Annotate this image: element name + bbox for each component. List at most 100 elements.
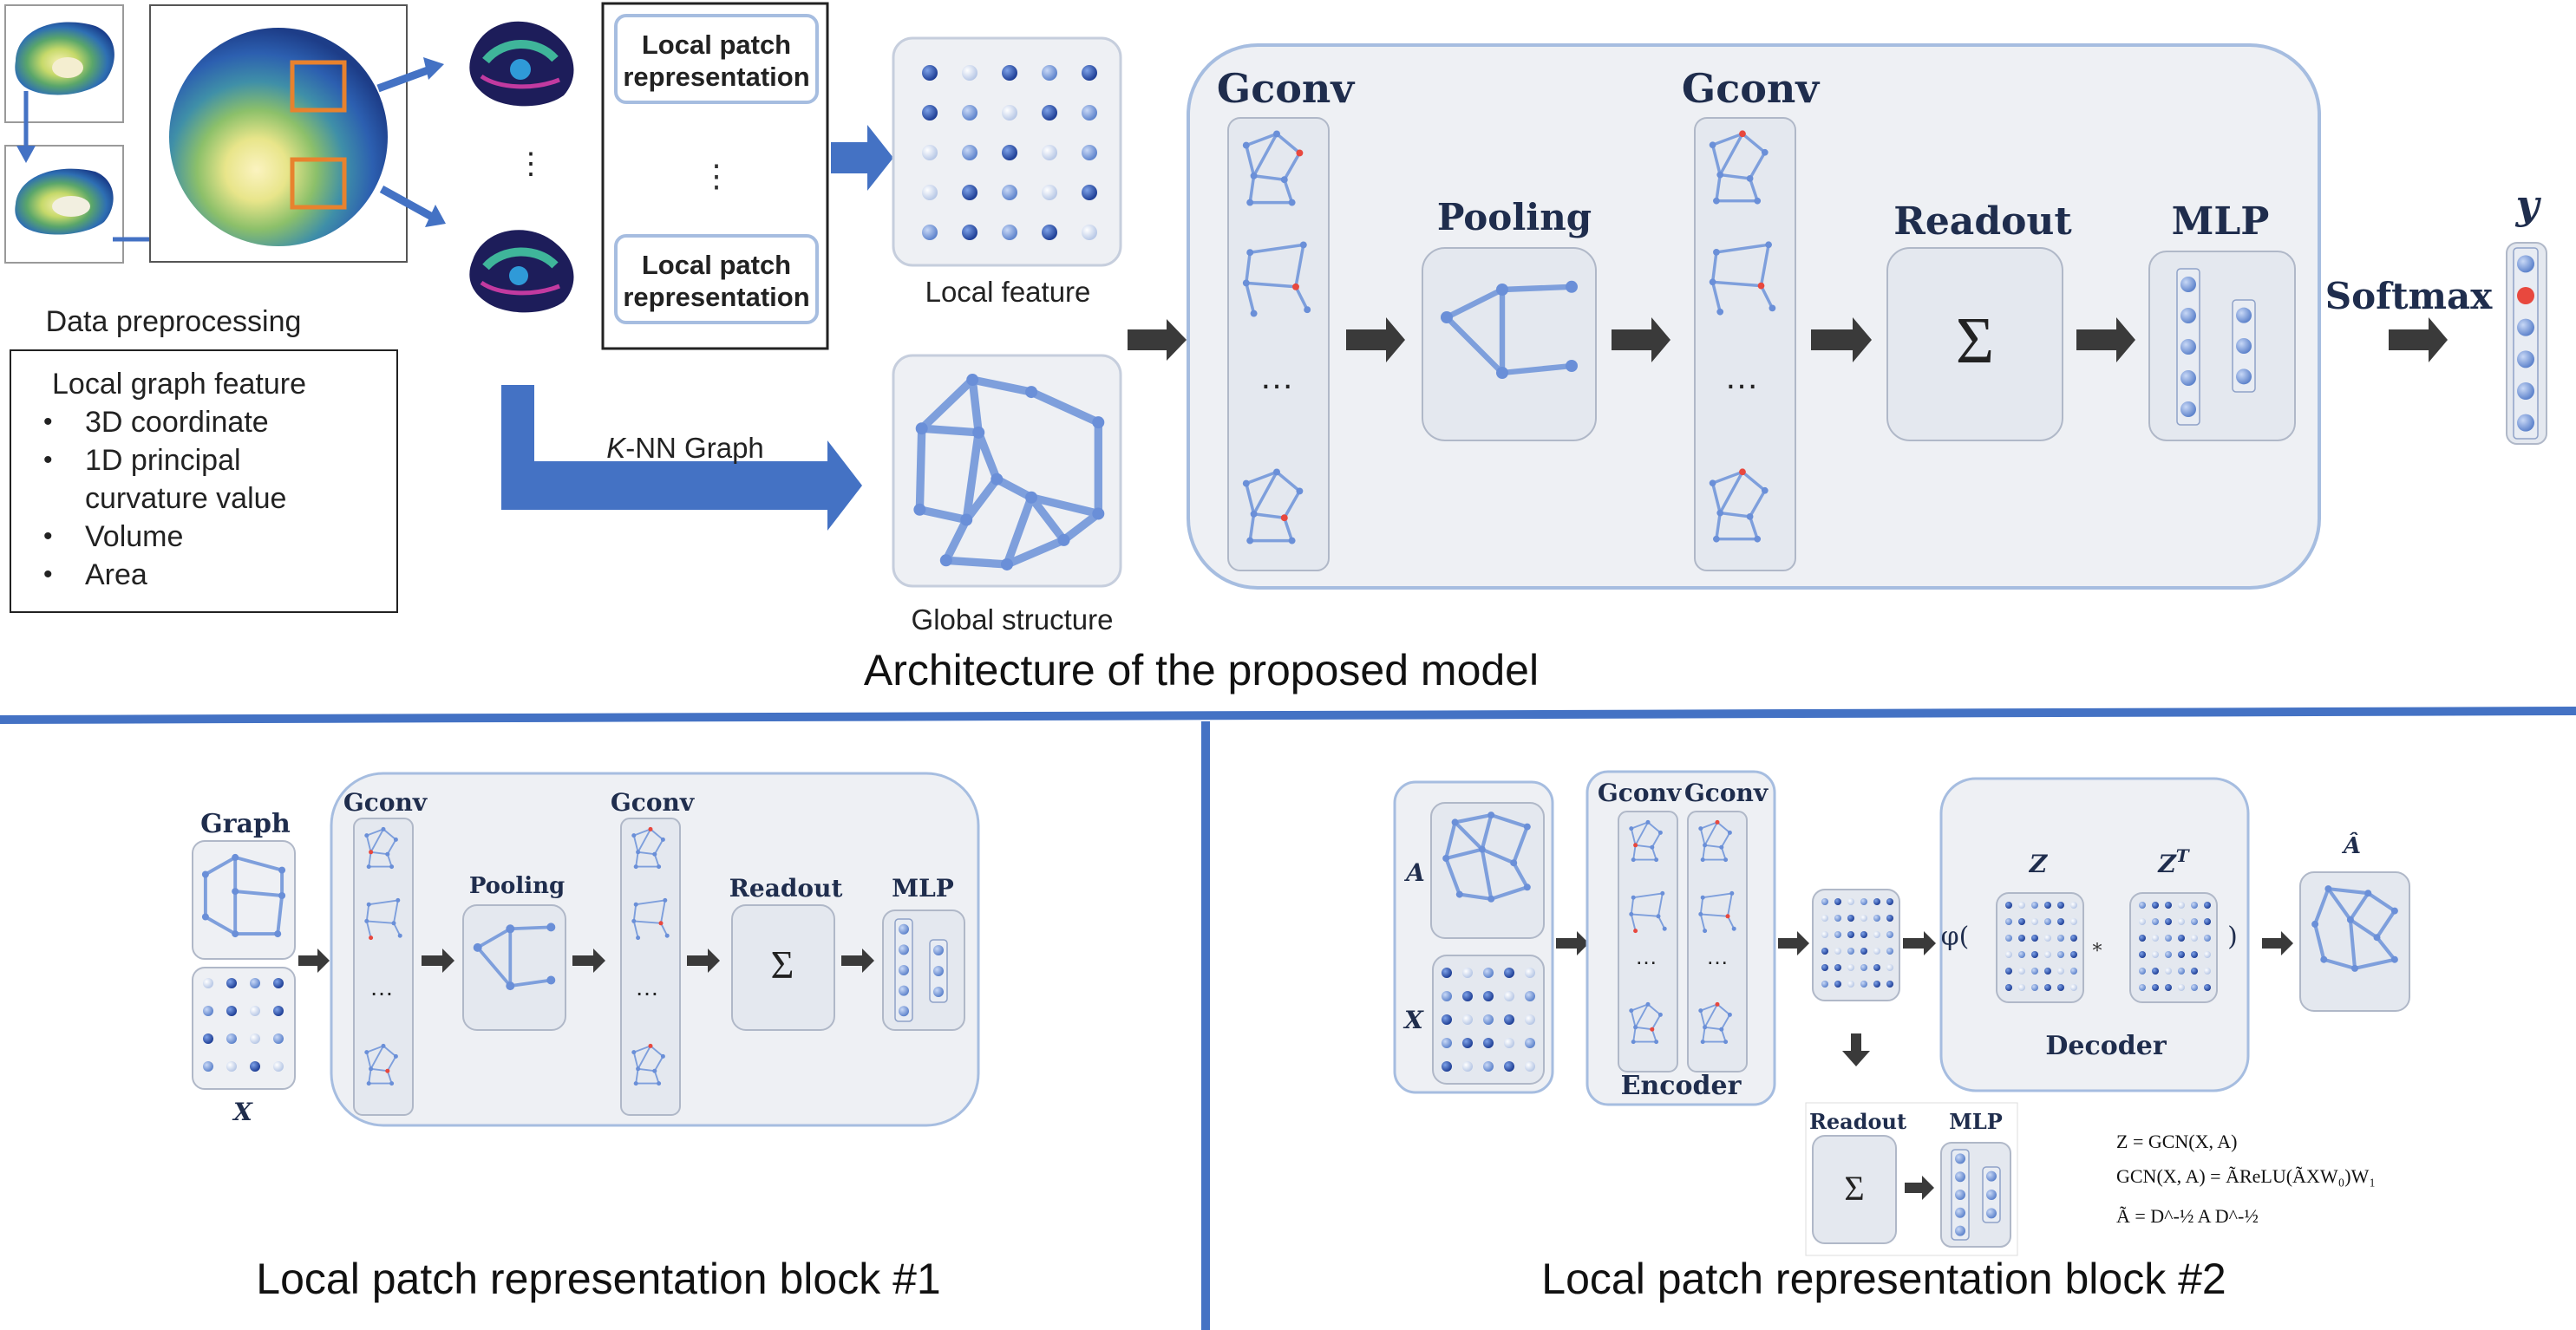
arrow-to-pooling <box>1346 317 1405 362</box>
graph-node <box>1242 141 1250 149</box>
graph-node <box>1746 175 1754 182</box>
graph-node <box>648 826 653 831</box>
graph-node <box>1633 1025 1638 1030</box>
graph-node <box>1629 826 1634 831</box>
graph-node <box>1698 911 1703 916</box>
block2-decoder-label: Decoder <box>2045 1031 2167 1061</box>
block2-arrow-mlp <box>1905 1176 1934 1200</box>
graph-node <box>1442 855 1450 862</box>
local-feature-box <box>892 36 1122 267</box>
graph-node <box>1657 1012 1663 1017</box>
graph-node <box>1715 819 1720 825</box>
graph-node <box>1713 249 1720 256</box>
graph-node <box>1650 1027 1655 1032</box>
graph-node <box>1727 830 1732 835</box>
graph-node <box>1729 890 1735 896</box>
graph-node <box>1739 130 1746 138</box>
graph-node <box>1754 197 1762 205</box>
graph-node <box>1566 360 1578 372</box>
graph-node <box>1629 911 1634 916</box>
patch-box-ellipsis: ⋮ <box>701 159 732 193</box>
block1-pooling-box <box>462 904 566 1031</box>
graph-node <box>1304 306 1311 314</box>
graph-node <box>1296 149 1304 157</box>
graph-node <box>2373 934 2381 942</box>
gconv-1-ellipsis: … <box>1259 358 1294 396</box>
graph-node <box>389 1081 395 1086</box>
equation-3: Ã = D^-½ A D^-½ <box>2116 1205 2259 1227</box>
arrow-to-readout <box>1811 317 1872 362</box>
block2-mlp-title: MLP <box>1949 1109 2003 1134</box>
graph-node <box>1631 1040 1636 1045</box>
graph-node <box>1250 510 1258 518</box>
graph-node <box>2324 885 2332 893</box>
block2-gconv-1-ellipsis: … <box>1635 943 1657 969</box>
graph-node <box>1660 890 1665 896</box>
graph-node <box>1250 310 1258 317</box>
block2-arrow-ahat <box>2262 931 2293 955</box>
graph-node <box>1441 311 1453 323</box>
graph-node <box>1761 148 1769 156</box>
graph-node <box>631 1050 637 1055</box>
graph-node <box>1725 914 1730 919</box>
graph-node <box>657 864 662 870</box>
graph-node <box>366 1081 371 1086</box>
graph-node <box>364 918 369 923</box>
graph-node <box>1662 926 1667 931</box>
graph-node <box>1769 304 1776 312</box>
graph-node <box>1633 929 1638 934</box>
graph-node <box>652 851 657 857</box>
svg-text:•: • <box>43 446 53 474</box>
graph-node <box>1650 844 1655 850</box>
block2-x-label: X <box>1402 1006 1424 1034</box>
graph-node <box>1280 176 1288 184</box>
block2-decoder-container <box>1939 777 2250 1092</box>
equation-1: Z = GCN(X, A) <box>2116 1131 2238 1152</box>
graph-node <box>915 422 928 435</box>
caption-block2: Local patch representation block #2 <box>1541 1255 2226 1303</box>
output-vector <box>2506 242 2547 445</box>
pooling-title: Pooling <box>1437 196 1592 238</box>
block2-readout-title: Readout <box>1809 1109 1906 1134</box>
graph-node <box>663 897 668 903</box>
graph-node <box>1631 895 1636 900</box>
graph-node <box>1709 479 1716 487</box>
graph-node <box>1731 926 1736 931</box>
svg-text:•: • <box>43 407 53 436</box>
block2-ahat-label: Â <box>2341 831 2361 859</box>
svg-text:•: • <box>43 560 53 589</box>
block1-input-arrow <box>298 949 330 973</box>
block1-readout-box: Σ <box>731 904 835 1031</box>
graph-node <box>1246 199 1254 206</box>
patch-image-top <box>469 21 574 107</box>
graph-node <box>1765 241 1772 249</box>
feature-box: Local graph feature • 3D coordinate • 1D… <box>10 349 398 613</box>
graph-node <box>1496 284 1508 296</box>
graph-node <box>369 850 374 855</box>
patch-label-top-line1: Local patch <box>642 29 791 60</box>
graph-node <box>1645 819 1651 825</box>
graph-node <box>636 850 641 855</box>
graph-node <box>1698 826 1703 831</box>
graph-node <box>1523 823 1531 831</box>
graph-node <box>1703 1025 1708 1030</box>
graph-node <box>1496 367 1508 379</box>
readout-box: Σ <box>1886 247 2063 441</box>
graph-node <box>397 933 402 938</box>
graph-node <box>2390 955 2398 963</box>
block2-arrow-down <box>1842 1033 1870 1066</box>
graph-node <box>393 1053 398 1059</box>
graph-node <box>1719 1027 1724 1032</box>
graph-node <box>369 1066 374 1072</box>
block1-gconv-column-1: … <box>353 818 414 1116</box>
block1-pooling-title: Pooling <box>469 873 565 899</box>
block2-times: * <box>2093 941 2102 962</box>
graph-node <box>1709 141 1716 149</box>
graph-node <box>1057 533 1070 546</box>
graph-node <box>1703 843 1708 848</box>
feature-box-title: Local graph feature <box>52 368 306 401</box>
graph-node <box>1656 914 1661 919</box>
block1-mlp-box <box>882 909 965 1031</box>
block2-readout-box: Σ <box>1812 1135 1897 1244</box>
graph-node <box>939 554 952 567</box>
